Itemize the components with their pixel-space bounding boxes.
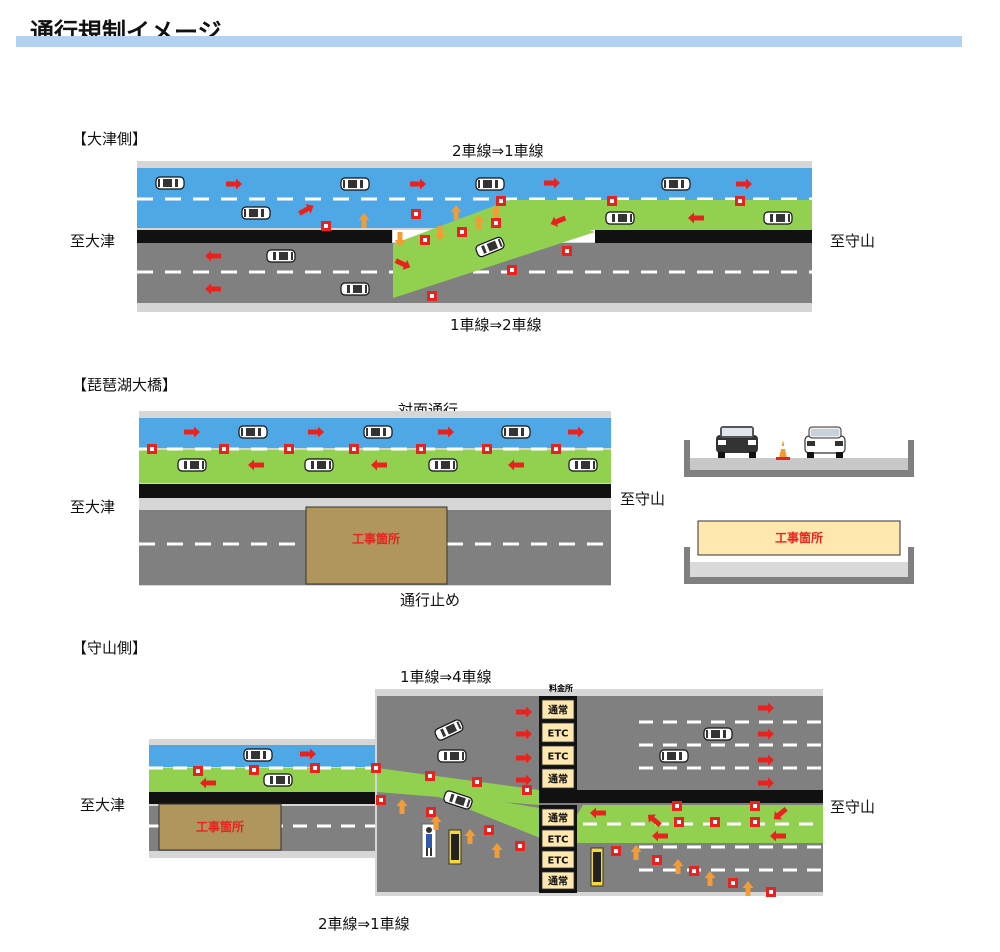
biwako-bridge-left-destination: 至大津: [70, 498, 116, 516]
lower-booth-3: [541, 871, 575, 890]
moriyama-side-right-destination: 至守山: [830, 798, 876, 816]
upper-booth-label-3: 通常: [548, 773, 568, 786]
biwako-bridge-heading: 【琵琶湖大橋】: [72, 376, 178, 394]
moriyama-side-left-destination: 至大津: [80, 796, 126, 814]
lower-booth-1: [541, 829, 575, 848]
moriyama-side-top-note: 1車線⇒4車線: [400, 668, 492, 686]
moriyama-side-construction-zone: 工事箇所: [158, 803, 282, 851]
moriyama-side-heading: 【守山側】: [72, 639, 148, 657]
lower-booth-label-2: ETC: [548, 856, 569, 867]
lower-booth-label-3: 通常: [548, 875, 568, 888]
otsu-side-heading: 【大津側】: [72, 130, 148, 148]
biwako-bridge-bottom-note: 通行止め: [400, 591, 461, 609]
caution-sign-icon-right: [590, 847, 604, 887]
toll-plaza-label: 料金所: [549, 683, 573, 693]
upper-booth-2: [541, 745, 575, 766]
upper-booth-label-1: ETC: [548, 729, 569, 740]
front-car-icon-right: [804, 426, 846, 458]
otsu-side-top-note: 2車線⇒1車線: [452, 142, 544, 160]
lower-booth-0: [541, 808, 575, 827]
caution-sign-icon-left: [448, 829, 462, 865]
traffic-cone-icon: [776, 440, 790, 460]
bridge-cross-section-construction: 工事箇所: [684, 520, 914, 584]
moriyama-side-staff: [421, 823, 604, 887]
cross-section-construction-label: 工事箇所: [775, 530, 823, 545]
otsu-side-right-destination: 至守山: [830, 232, 876, 250]
lower-booth-2: [541, 850, 575, 869]
upper-booth-0: [541, 699, 575, 720]
otsu-side-bottom-note: 1車線⇒2車線: [450, 316, 542, 334]
moriyama-side-road: [149, 689, 823, 896]
toll-booths: 料金所 通常 ETC ETC 通常 通常 ETC ETC 通常: [539, 683, 577, 893]
biwako-bridge-construction-label: 工事箇所: [352, 531, 400, 546]
upper-booth-label-2: ETC: [548, 752, 569, 763]
otsu-side-road: [137, 161, 812, 312]
front-car-icon-left: [716, 426, 758, 458]
moriyama-side-bottom-note: 2車線⇒1車線: [318, 915, 410, 933]
upper-booth-label-0: 通常: [548, 704, 568, 717]
upper-booth-1: [541, 722, 575, 743]
flagger-person-icon: [421, 823, 437, 859]
lower-booth-label-1: ETC: [548, 835, 569, 846]
title-underline-bar: [16, 36, 962, 47]
moriyama-side-construction-label: 工事箇所: [196, 819, 244, 834]
otsu-side-left-destination: 至大津: [70, 232, 116, 250]
bridge-cross-section-traffic: [684, 426, 914, 477]
lower-booth-label-0: 通常: [548, 812, 568, 825]
upper-booth-3: [541, 768, 575, 789]
biwako-bridge-right-destination: 至守山: [620, 490, 666, 508]
biwako-bridge-construction-zone: 工事箇所: [305, 506, 448, 585]
